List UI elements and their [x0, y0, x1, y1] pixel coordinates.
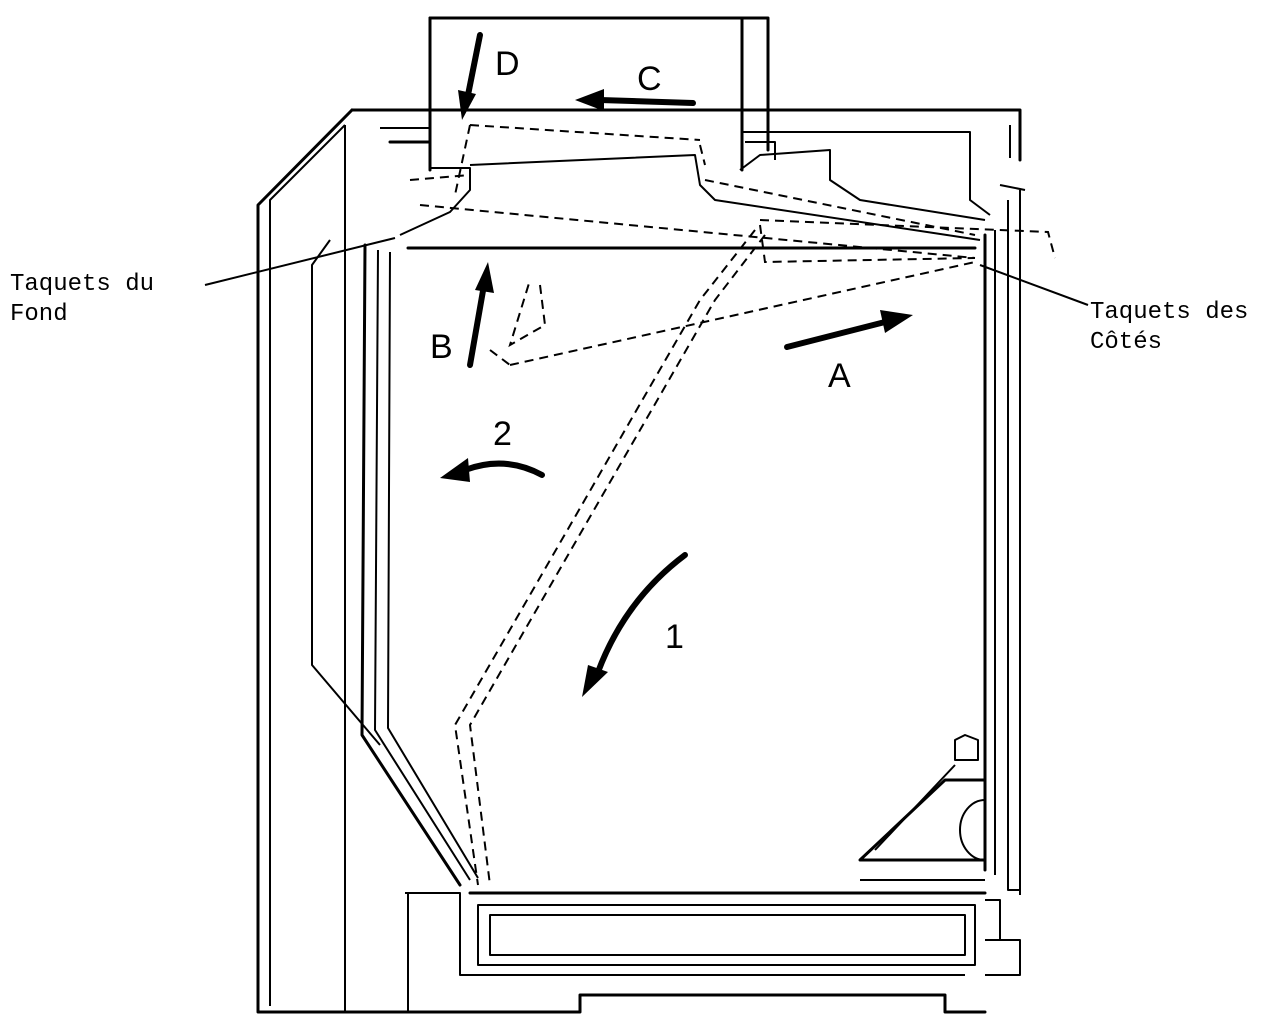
arrow-a-letter: A — [828, 357, 851, 395]
right-bracket — [858, 734, 987, 881]
dashed-grate-positions — [409, 124, 1056, 886]
callout-fond-line1: Taquets du — [10, 271, 155, 298]
arrow-1-letter: 1 — [665, 618, 684, 656]
chamber-walls — [360, 184, 1026, 895]
arrow-2-letter: 2 — [493, 415, 512, 453]
arrow-2 — [440, 458, 545, 482]
bottom-base — [405, 891, 1021, 1014]
arrow-c — [575, 89, 696, 111]
arrow-1 — [582, 552, 688, 697]
leader-lines — [204, 237, 1089, 306]
top-hopper — [380, 16, 991, 241]
arrow-b-letter: B — [430, 328, 453, 366]
callout-cotes-line2: Côtés — [1090, 329, 1163, 356]
outer-housing — [256, 108, 1022, 1014]
callout-taquets-des-cotes: Taquets des Côtés — [1090, 298, 1248, 358]
callout-fond-line2: Fond — [10, 301, 68, 328]
arrow-c-letter: C — [637, 60, 662, 98]
arrow-a — [784, 310, 913, 350]
callout-cotes-line1: Taquets des — [1090, 299, 1249, 326]
arrow-b — [467, 262, 494, 368]
callout-taquets-du-fond: Taquets du Fond — [10, 270, 154, 330]
arrow-d-letter: D — [495, 45, 520, 83]
arrow-d — [458, 32, 483, 120]
